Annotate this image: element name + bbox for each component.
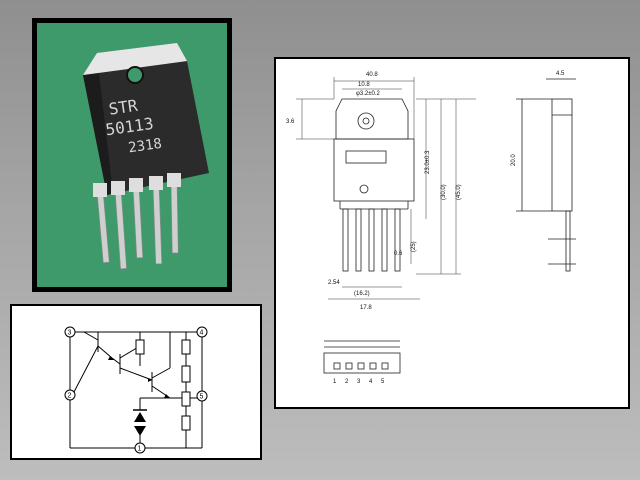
mounting-hole	[126, 66, 144, 84]
dim-top-sub: 10.8	[358, 82, 370, 88]
bottom-pin-5: 5	[381, 379, 385, 385]
pin-terminals	[64, 326, 208, 454]
pin-label-2: 2	[68, 393, 72, 400]
dim-lead-length: (25)	[411, 241, 417, 252]
dim-pin-a: 2.54	[328, 280, 340, 286]
mechanical-drawing-panel: 40.8 10.8 φ3.2±0.2 3.6 23.0±0.3 (30.0) (…	[274, 57, 630, 409]
front-view-outline	[333, 98, 415, 272]
bottom-view-outline	[323, 340, 401, 374]
dim-top-width: 40.8	[366, 72, 378, 78]
internal-schematic: 3 4 2 5 1	[64, 326, 208, 454]
package-dimension-drawing: 40.8 10.8 φ3.2±0.2 3.6 23.0±0.3 (30.0) (…	[286, 71, 576, 385]
zener-diode	[133, 409, 147, 436]
lead-shoulders	[93, 173, 181, 197]
bottom-pin-4: 4	[369, 379, 373, 385]
front-dimension-lines	[296, 77, 476, 300]
component-photo: STR 50113 2318	[37, 23, 227, 287]
bottom-pin-2: 2	[345, 379, 349, 385]
dim-side-top: 4.5	[556, 71, 565, 77]
leads	[96, 180, 179, 270]
dim-side-height: 20.0	[511, 154, 517, 166]
marking-line3: 2318	[127, 136, 163, 157]
marking-line1: STR	[107, 96, 139, 119]
dim-pitch: (16.2)	[354, 291, 370, 297]
bottom-pin-3: 3	[357, 379, 361, 385]
internal-schematic-panel: 3 4 2 5 1	[10, 304, 262, 460]
dim-length-a: 23.0±0.3	[425, 150, 431, 174]
pin-label-1: 1	[138, 446, 142, 453]
bottom-pin-1: 1	[333, 379, 337, 385]
metal-tab	[83, 43, 187, 75]
pin-label-5: 5	[200, 394, 204, 401]
resistors	[135, 339, 191, 431]
schematic-wires	[69, 331, 203, 449]
component-photo-panel: STR 50113 2318	[32, 18, 232, 292]
emitter-arrows	[108, 356, 170, 398]
pin-label-4: 4	[200, 330, 204, 337]
dim-tab-height: 3.6	[286, 119, 295, 125]
pin-label-3: 3	[68, 330, 72, 337]
transistor-package-image: STR 50113 2318	[83, 43, 209, 270]
dim-pin-b: 0.6	[394, 251, 403, 257]
side-view-outline	[516, 78, 576, 272]
dim-bottom: 17.8	[360, 305, 372, 311]
dim-length-b: (30.0)	[441, 184, 447, 200]
dim-length-c: (45.0)	[456, 184, 462, 200]
package-body	[83, 61, 209, 195]
dim-hole: φ3.2±0.2	[356, 91, 381, 97]
package-shade	[83, 73, 113, 195]
